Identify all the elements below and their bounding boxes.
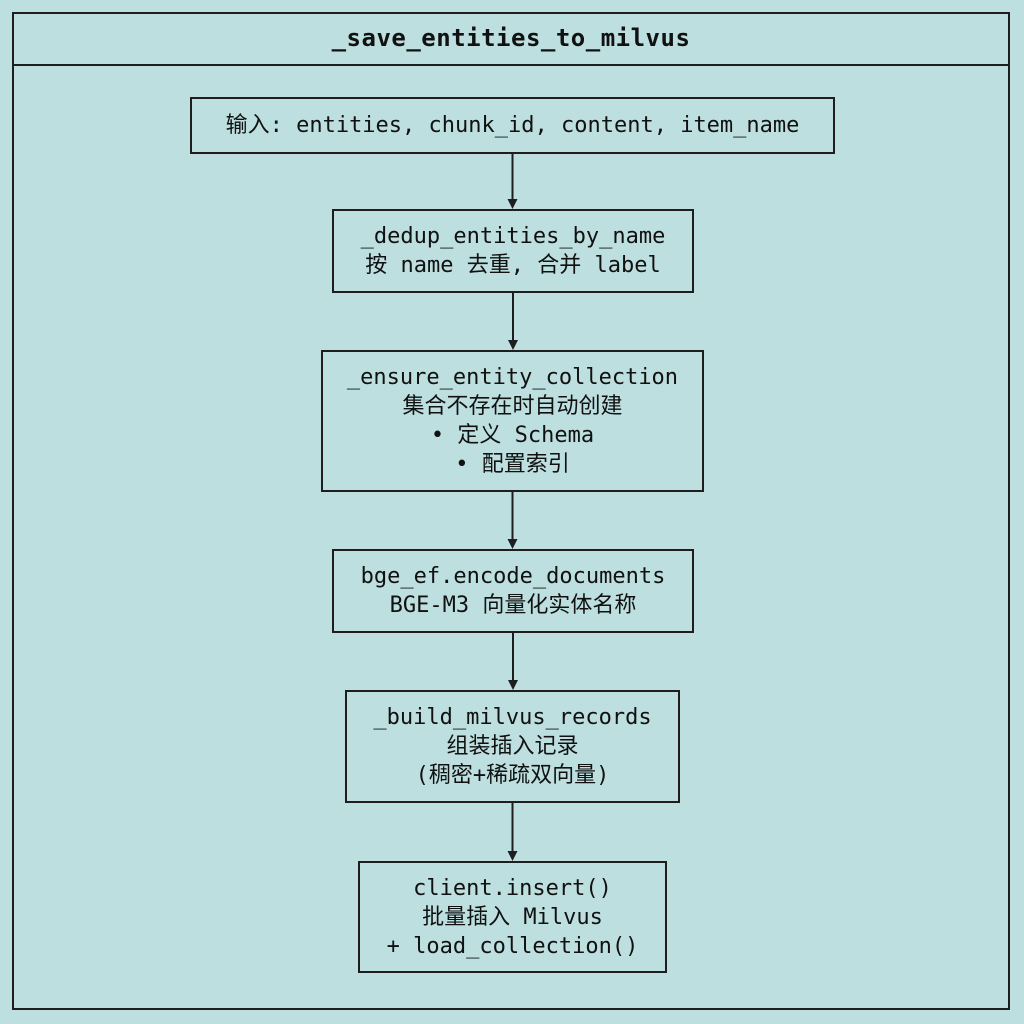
node-input: 输入: entities, chunk_id, content, item_na…	[190, 97, 835, 154]
node-insert-line-2: 批量插入 Milvus	[422, 904, 603, 930]
node-insert-line-3: + load_collection()	[386, 933, 639, 959]
node-dedup-line-2: 按 name 去重, 合并 label	[365, 253, 661, 278]
node-dedup-entities: _dedup_entities_by_name 按 name 去重, 合并 la…	[332, 209, 694, 293]
node-dedup-line-1: _dedup_entities_by_name	[360, 224, 666, 249]
node-build-records: _build_milvus_records 组装插入记录 (稠密+稀疏双向量)	[345, 690, 680, 803]
title-bar: _save_entities_to_milvus	[12, 12, 1010, 66]
node-build-line-3: (稠密+稀疏双向量)	[415, 763, 610, 788]
node-encode-line-1: bge_ef.encode_documents	[360, 564, 666, 589]
node-ensure-line-2: 集合不存在时自动创建	[402, 394, 623, 419]
node-ensure-line-3: • 定义 Schema	[430, 423, 595, 448]
node-input-line-1: 输入: entities, chunk_id, content, item_na…	[225, 113, 800, 138]
node-ensure-line-4: • 配置索引	[455, 452, 570, 477]
node-build-line-1: _build_milvus_records	[373, 705, 652, 730]
node-ensure-line-1: _ensure_entity_collection	[346, 365, 679, 390]
node-encode-documents: bge_ef.encode_documents BGE-M3 向量化实体名称	[332, 549, 694, 633]
diagram-frame	[12, 12, 1010, 1010]
node-client-insert: client.insert() 批量插入 Milvus + load_colle…	[358, 861, 667, 973]
node-insert-line-1: client.insert()	[413, 875, 612, 901]
diagram-title: _save_entities_to_milvus	[331, 24, 691, 52]
node-build-line-2: 组装插入记录	[446, 734, 579, 759]
node-ensure-collection: _ensure_entity_collection 集合不存在时自动创建 • 定…	[321, 350, 704, 492]
node-encode-line-2: BGE-M3 向量化实体名称	[389, 593, 637, 618]
